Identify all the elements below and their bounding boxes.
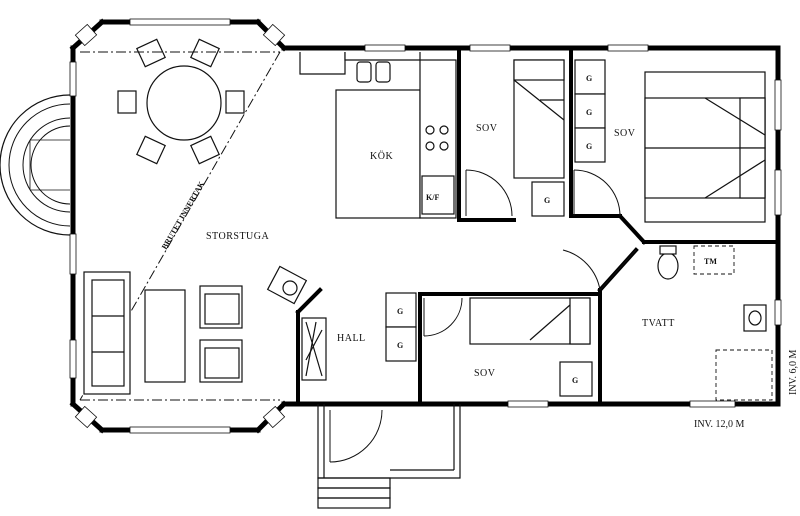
wardrobe-label: G [586, 74, 592, 83]
entrance-porch [317, 404, 461, 509]
room-label-kok: KÖK [370, 150, 393, 162]
wardrobe-label: G [544, 196, 550, 205]
doors [329, 169, 637, 463]
wardrobe-label: G [586, 142, 592, 151]
wardrobe-label: G [397, 307, 403, 316]
ceiling-note: BRUTET INNERTAK [160, 179, 207, 251]
dining-set [117, 38, 245, 165]
fridge-freezer-label: K/F [426, 193, 439, 202]
room-labels: STORSTUGA KÖK SOV SOV HALL SOV TVATT [206, 123, 675, 379]
wardrobe-label: G [397, 341, 403, 350]
living-furniture [83, 265, 308, 395]
dimension-depth: INV. 6,0 M [788, 350, 799, 395]
room-label-storstuga: STORSTUGA [206, 231, 269, 242]
dimension-width: INV. 12,0 M [694, 419, 744, 430]
wardrobe-label: G [572, 376, 578, 385]
interior-walls [295, 48, 778, 404]
room-label-hall: HALL [337, 333, 366, 344]
room-label-sov-right: SOV [614, 128, 636, 139]
windows [69, 18, 782, 434]
toilet-cabinet-label: TM [704, 257, 717, 266]
room-label-sov-bottom: SOV [474, 368, 496, 379]
bedroom-furniture [513, 59, 766, 223]
room-label-tvatt: TVATT [642, 318, 675, 329]
room-label-sov-top: SOV [476, 123, 498, 134]
washer-area [693, 245, 773, 401]
bathroom-fixtures [657, 245, 767, 332]
ceiling-line [79, 51, 281, 401]
bottom-bedroom-furniture [469, 297, 593, 397]
hall-fixtures [301, 292, 417, 381]
wardrobe-labels: G G G G G G G TM [397, 74, 717, 385]
kitchen-fixtures [299, 52, 457, 219]
bay-window [0, 94, 71, 236]
wardrobe-label: G [586, 108, 592, 117]
